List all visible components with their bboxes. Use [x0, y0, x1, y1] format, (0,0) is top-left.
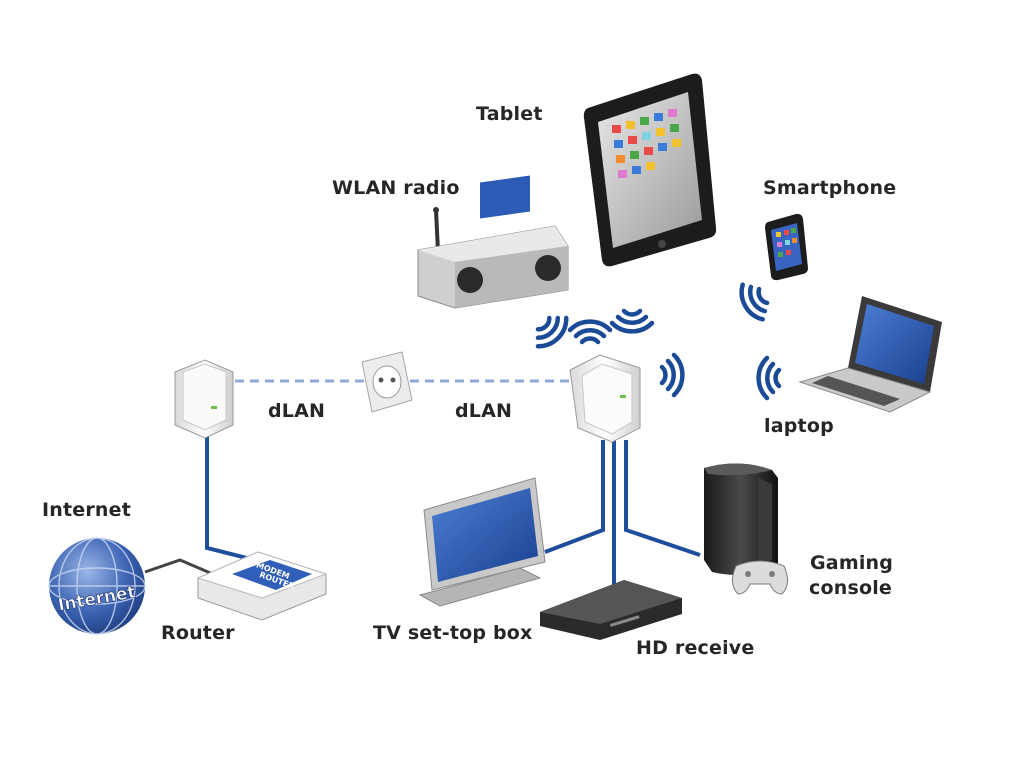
cable-adapter-router — [205, 428, 256, 562]
label-internet: Internet — [42, 499, 132, 521]
label-tv-set-top-box: TV set-top box — [373, 622, 533, 644]
label-gaming-console-line1: Gaming — [810, 552, 894, 574]
dlan-adapter-left — [174, 359, 234, 439]
label-router: Router — [161, 622, 235, 644]
laptop — [798, 296, 942, 413]
wifi-waves — [535, 282, 782, 401]
wall-socket — [361, 351, 413, 413]
cable-adapter-tv — [544, 440, 605, 554]
label-dlan-right: dLAN — [455, 400, 513, 422]
router: MODEM ROUTER — [196, 551, 328, 621]
wlan-radio — [417, 175, 569, 309]
label-gaming-console-line2: console — [809, 577, 893, 599]
wifi-wave-tablet — [609, 308, 655, 334]
label-wlan-radio: WLAN radio — [332, 177, 460, 199]
gaming-console — [704, 463, 788, 595]
label-tablet: Tablet — [476, 103, 543, 125]
tv-set — [418, 477, 546, 607]
game-controller — [732, 560, 788, 595]
hd-receiver — [540, 580, 682, 640]
cable-adapter-console — [624, 440, 701, 557]
smartphone — [765, 213, 808, 281]
cables — [144, 428, 701, 585]
wifi-wave-adapter-up — [567, 319, 613, 345]
dlan-adapter-wifi — [569, 354, 641, 443]
label-laptop: laptop — [764, 415, 834, 437]
wifi-wave-smartphone — [739, 282, 770, 322]
internet-globe: Internet — [48, 537, 146, 635]
label-hd-receiver: HD receive — [636, 637, 755, 659]
tablet — [583, 73, 717, 267]
label-smartphone: Smartphone — [763, 177, 897, 199]
cable-internet-router — [144, 558, 216, 577]
tablet-app-icons — [612, 109, 681, 178]
wifi-wave-adapter-right — [659, 352, 685, 398]
wifi-wave-laptop — [756, 355, 782, 401]
label-dlan-left: dLAN — [268, 400, 326, 422]
wifi-wave-radio — [535, 315, 569, 349]
